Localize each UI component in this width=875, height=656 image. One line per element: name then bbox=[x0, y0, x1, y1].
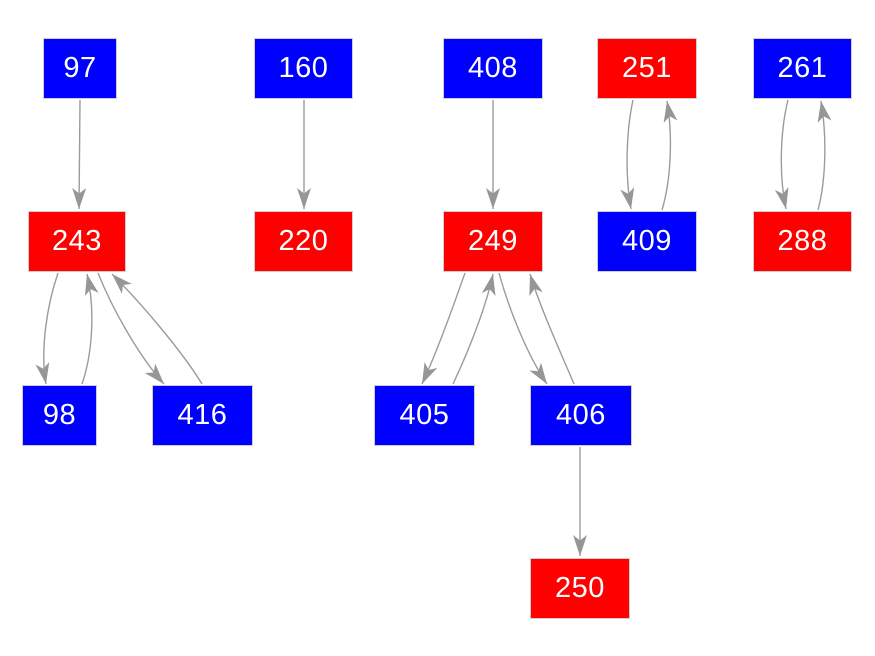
node-label-249: 249 bbox=[468, 225, 518, 257]
node-251: 251 bbox=[597, 38, 697, 99]
edge-98-to-243 bbox=[81, 273, 99, 385]
node-label-408: 408 bbox=[468, 52, 518, 84]
node-288: 288 bbox=[753, 211, 852, 272]
node-label-416: 416 bbox=[177, 399, 228, 431]
edge-251-to-409 bbox=[620, 99, 635, 210]
node-label-250: 250 bbox=[555, 572, 605, 604]
edge-409-to-251 bbox=[661, 100, 678, 211]
edge-243-to-416 bbox=[97, 272, 165, 385]
node-160: 160 bbox=[254, 38, 353, 99]
node-261: 261 bbox=[753, 38, 852, 99]
edge-261-to-288 bbox=[774, 99, 789, 210]
node-250: 250 bbox=[530, 558, 630, 619]
node-label-243: 243 bbox=[52, 225, 102, 257]
node-249: 249 bbox=[443, 211, 543, 272]
node-405: 405 bbox=[374, 385, 475, 446]
node-label-160: 160 bbox=[278, 52, 329, 84]
node-220: 220 bbox=[254, 211, 353, 272]
node-409: 409 bbox=[597, 211, 697, 272]
edge-243-to-98 bbox=[35, 272, 59, 385]
edge-406-to-249 bbox=[529, 273, 575, 385]
edge-249-to-406 bbox=[498, 272, 548, 385]
node-97: 97 bbox=[43, 38, 117, 99]
node-label-405: 405 bbox=[399, 399, 450, 431]
node-406: 406 bbox=[530, 385, 632, 446]
node-408: 408 bbox=[443, 38, 543, 99]
node-label-251: 251 bbox=[622, 52, 672, 84]
node-243: 243 bbox=[28, 211, 126, 272]
node-label-288: 288 bbox=[777, 225, 828, 257]
node-416: 416 bbox=[152, 385, 253, 446]
node-label-97: 97 bbox=[63, 52, 97, 84]
edge-405-to-249 bbox=[452, 273, 496, 385]
node-label-98: 98 bbox=[42, 399, 77, 431]
edge-416-to-243 bbox=[111, 273, 203, 385]
edge-97-to-243 bbox=[72, 99, 87, 210]
node-label-220: 220 bbox=[278, 225, 329, 257]
node-label-406: 406 bbox=[556, 399, 606, 431]
node-label-261: 261 bbox=[777, 52, 828, 84]
node-label-409: 409 bbox=[622, 225, 672, 257]
edge-288-to-261 bbox=[817, 100, 832, 211]
node-98: 98 bbox=[22, 385, 97, 446]
edge-249-to-405 bbox=[421, 272, 466, 385]
